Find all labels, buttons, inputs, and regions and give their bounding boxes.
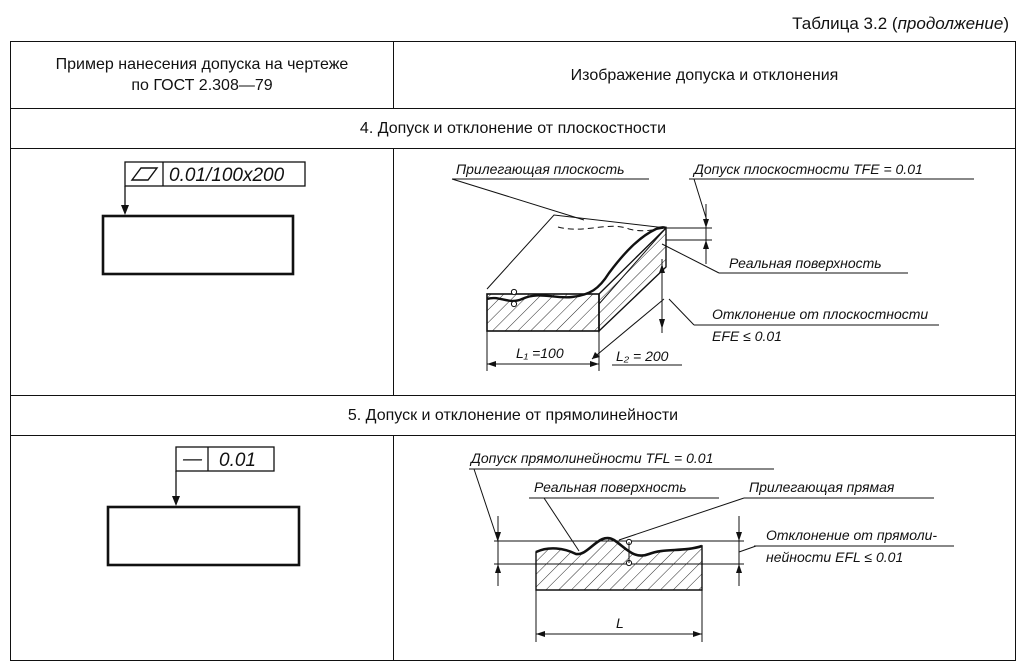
label-flatness-deviation-1: Отклонение от плоскостности xyxy=(712,306,928,322)
tolerance-table: Пример нанесения допуска на чертеже по Г… xyxy=(10,41,1016,661)
straightness-drawing-example: — 0.01 xyxy=(10,435,394,661)
table-caption: Таблица 3.2 (продолжение) xyxy=(792,14,1009,34)
label-adjacent-plane: Прилегающая плоскость xyxy=(456,161,625,177)
real-surface-line xyxy=(486,226,667,303)
straightness-frame xyxy=(175,446,275,472)
flatness-part-rect xyxy=(101,214,295,276)
straightness-illustration-svg: Допуск прямолинейности TFL = 0.01 Реальн… xyxy=(469,450,954,642)
caption-prefix: Таблица 3.2 ( xyxy=(792,14,898,33)
straightness-illustration: Допуск прямолинейности TFL = 0.01 Реальн… xyxy=(393,435,1016,661)
section-5-drawings: — 0.01 xyxy=(10,435,1016,661)
header-col1-line1: Пример нанесения допуска на чертеже xyxy=(55,56,349,73)
straightness-part-rect xyxy=(106,505,301,567)
flatness-symbol-icon xyxy=(130,167,159,181)
header-row: Пример нанесения допуска на чертеже по Г… xyxy=(10,41,1016,109)
section-5-row: 5. Допуск и отклонение от прямолинейност… xyxy=(10,395,1016,436)
label-flatness-tolerance: Допуск плоскостности TFE = 0.01 xyxy=(692,161,923,177)
label-l2: L₂ = 200 xyxy=(616,348,669,364)
section-4-title: 4. Допуск и отклонение от плоскостности xyxy=(10,108,1016,149)
flatness-drawing-example: 0.01/100x200 xyxy=(10,148,394,396)
label-flatness-deviation-2: EFE ≤ 0.01 xyxy=(712,328,782,344)
label-adjacent-line: Прилегающая прямая xyxy=(749,479,895,495)
straightness-frame-value: 0.01 xyxy=(219,450,256,471)
header-col2: Изображение допуска и отклонения xyxy=(393,41,1016,109)
label-straightness-tolerance: Допуск прямолинейности TFL = 0.01 xyxy=(469,450,713,466)
flatness-frame-value: 0.01/100x200 xyxy=(169,165,285,186)
straightness-symbol-icon: — xyxy=(182,449,203,470)
straightness-drawing-svg: — 0.01 xyxy=(106,446,301,567)
section-4-row: 4. Допуск и отклонение от плоскостности xyxy=(10,108,1016,149)
label-l: L xyxy=(616,615,624,631)
label-real-surface: Реальная поверхность xyxy=(729,255,882,271)
label-real-surface-2: Реальная поверхность xyxy=(534,479,687,495)
section-4-drawings: 0.01/100x200 xyxy=(10,148,1016,396)
label-straightness-deviation-2: нейности EFL ≤ 0.01 xyxy=(766,549,903,565)
caption-suffix: ) xyxy=(1003,14,1009,33)
side-face xyxy=(598,226,667,333)
leader-arrow-icon xyxy=(121,205,129,215)
real-profile-line xyxy=(535,536,703,557)
header-col1-line2: по ГОСТ 2.308—79 xyxy=(131,77,273,94)
header-col1: Пример нанесения допуска на чертеже по Г… xyxy=(10,41,394,109)
section-5-title: 5. Допуск и отклонение от прямолинейност… xyxy=(10,395,1016,436)
label-straightness-deviation-1: Отклонение от прямоли- xyxy=(766,527,937,543)
flatness-illustration-svg: Прилегающая плоскость Допуск плоскостнос… xyxy=(451,161,974,371)
caption-italic: продолжение xyxy=(897,14,1004,33)
flatness-frame xyxy=(124,161,306,187)
flatness-drawing-svg: 0.01/100x200 xyxy=(101,161,306,276)
flatness-illustration: Прилегающая плоскость Допуск плоскостнос… xyxy=(393,148,1016,396)
label-l1: L₁ =100 xyxy=(516,345,564,361)
leader-arrow-icon xyxy=(172,496,180,506)
